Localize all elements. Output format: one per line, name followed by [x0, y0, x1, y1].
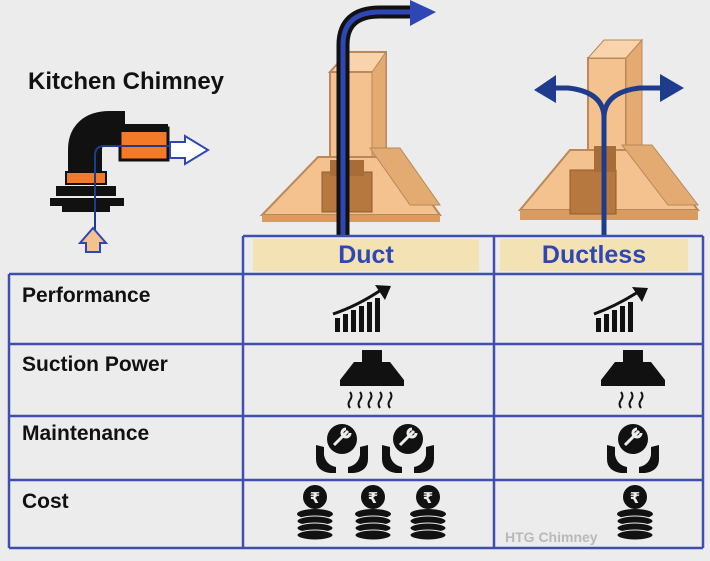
svg-text:₹: ₹: [310, 489, 320, 507]
hood-weak-suction-icon: [601, 350, 665, 409]
column-header-label: Duct: [338, 240, 394, 269]
watermark-text: HTG Chimney: [505, 529, 598, 545]
row-label-performance: Performance: [22, 284, 151, 307]
row-label-suction-power: Suction Power: [22, 353, 168, 376]
rupee-coin-stack-icon: ₹: [354, 485, 392, 541]
svg-text:₹: ₹: [630, 489, 640, 507]
row-label-maintenance: Maintenance: [22, 422, 150, 445]
column-header-duct: Duct: [253, 239, 479, 271]
bent-duct-icon: [50, 111, 210, 253]
page-title: Kitchen Chimney: [28, 68, 225, 95]
ducted-hood-illustration: [259, 0, 442, 237]
hands-wrench-icon: [382, 424, 434, 473]
hood-strong-suction-icon: [340, 350, 404, 409]
hands-wrench-icon: [316, 424, 368, 473]
row-label-cost: Cost: [22, 490, 69, 513]
column-header-label: Ductless: [541, 240, 647, 269]
ductless-hood-illustration: [517, 38, 701, 237]
svg-text:₹: ₹: [368, 489, 378, 507]
rupee-coin-stack-icon: ₹: [409, 485, 447, 541]
svg-text:₹: ₹: [423, 489, 433, 507]
rupee-coin-stack-icon: ₹: [616, 485, 654, 541]
rising-bar-chart-icon: [593, 287, 648, 332]
column-header-ductless: Ductless: [500, 239, 688, 271]
hands-wrench-icon: [607, 424, 659, 473]
rising-bar-chart-icon: [332, 285, 391, 332]
rupee-coin-stack-icon: ₹: [296, 485, 334, 541]
comparison-table-grid: [7, 234, 705, 550]
